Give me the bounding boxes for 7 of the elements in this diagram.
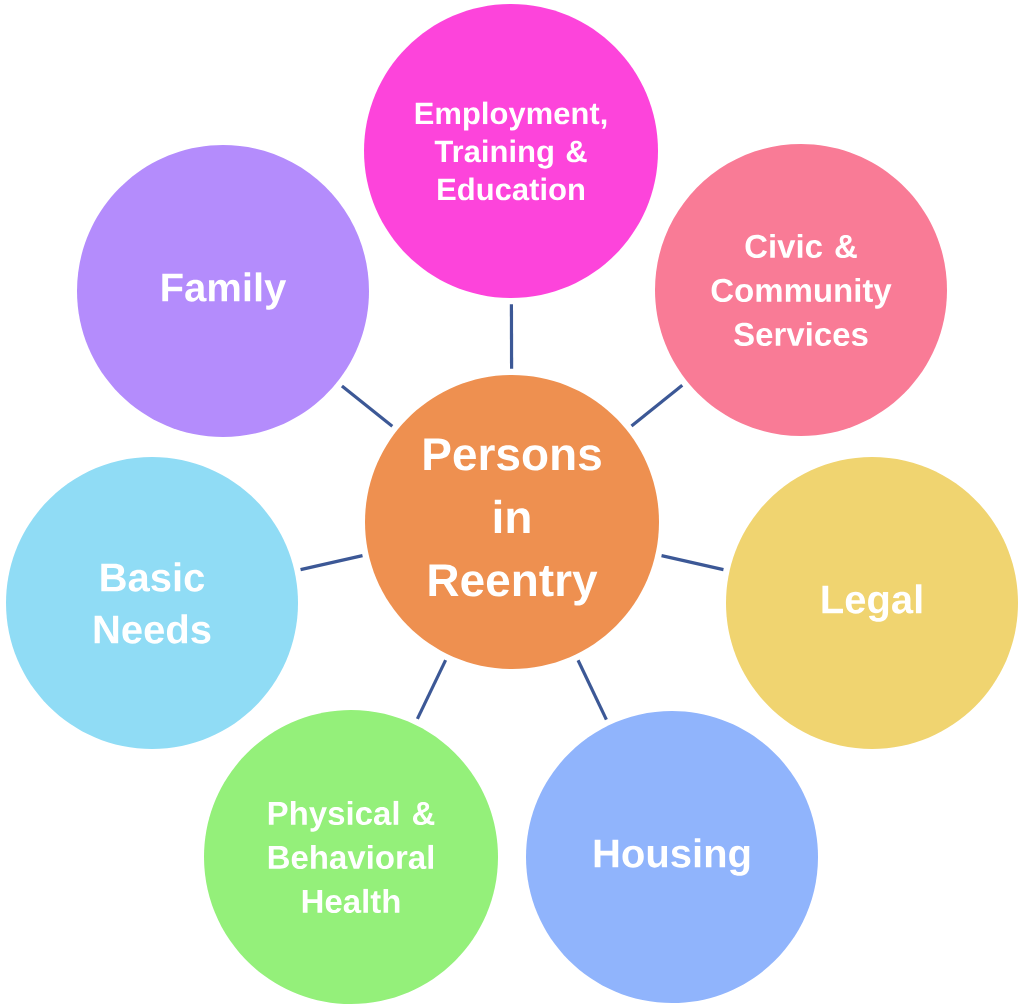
- connector-line: [300, 554, 363, 572]
- connector-line: [509, 304, 514, 369]
- connector-line: [415, 659, 448, 720]
- connector-line: [340, 384, 394, 428]
- connector-line: [576, 659, 608, 721]
- connector-line: [630, 384, 684, 428]
- connector-line: [661, 554, 724, 572]
